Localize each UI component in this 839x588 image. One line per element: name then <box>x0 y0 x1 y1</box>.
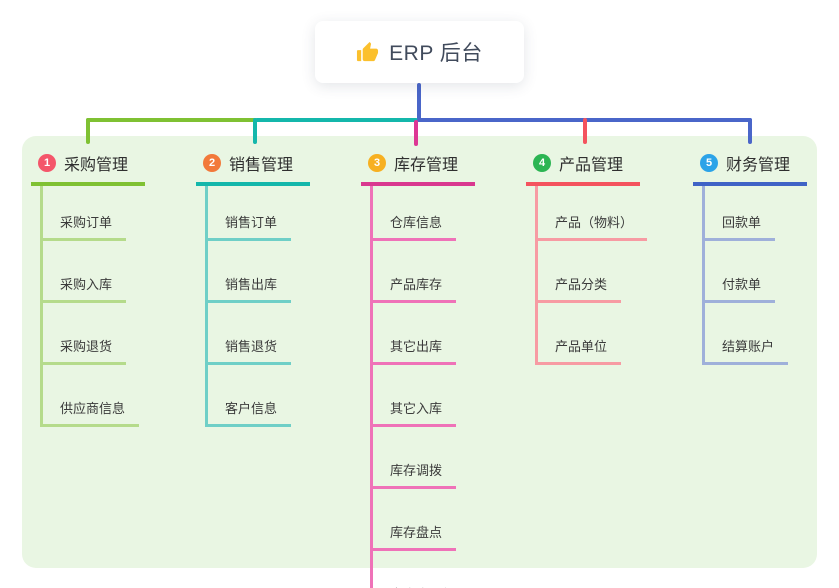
node-topic[interactable]: 结算账户 <box>705 303 789 365</box>
node-topic[interactable]: 产品单位 <box>538 303 622 365</box>
node-topic[interactable]: 付款单 <box>705 241 776 303</box>
connector-bus-teal <box>255 118 418 122</box>
node-topic[interactable]: 库存调拨 <box>373 427 457 489</box>
node-topic[interactable]: 销售订单 <box>208 186 292 241</box>
node-topic[interactable]: 仓库信息 <box>373 186 457 241</box>
priority-badge: 4 <box>533 154 551 172</box>
connector-drop-branch5 <box>748 118 752 144</box>
branch-product-children: 产品（物料） 产品分类 产品单位 <box>535 186 648 365</box>
priority-badge: 2 <box>203 154 221 172</box>
branch-label: 产品管理 <box>559 157 624 174</box>
branch-sales-header[interactable]: 2 销售管理 <box>196 148 310 186</box>
branch-purchase-children: 采购订单 采购入库 采购退货 供应商信息 <box>40 186 140 427</box>
node-topic[interactable]: 其它出库 <box>373 303 457 365</box>
branch-sales: 2 销售管理 销售订单 销售出库 销售退货 客户信息 <box>196 148 310 427</box>
branch-sales-children: 销售订单 销售出库 销售退货 客户信息 <box>205 186 292 427</box>
priority-badge: 1 <box>38 154 56 172</box>
node-topic[interactable]: 回款单 <box>705 186 776 241</box>
node-topic[interactable]: 采购入库 <box>43 241 127 303</box>
node-topic[interactable]: 其它入库 <box>373 365 457 427</box>
node-topic[interactable]: 库存盘点 <box>373 489 457 551</box>
node-topic[interactable]: 销售退货 <box>208 303 292 365</box>
node-topic[interactable]: 客户信息 <box>208 365 292 427</box>
branch-finance-header[interactable]: 5 财务管理 <box>693 148 807 186</box>
branch-product-header[interactable]: 4 产品管理 <box>526 148 640 186</box>
node-topic[interactable]: 采购退货 <box>43 303 127 365</box>
node-topic[interactable]: 销售出库 <box>208 241 292 303</box>
branch-purchase: 1 采购管理 采购订单 采购入库 采购退货 供应商信息 <box>31 148 145 427</box>
node-topic[interactable]: 产品分类 <box>538 241 622 303</box>
node-topic[interactable]: 产品库存 <box>373 241 457 303</box>
priority-badge: 3 <box>368 154 386 172</box>
connector-drop-branch3 <box>414 120 418 146</box>
branch-inventory-children: 仓库信息 产品库存 其它出库 其它入库 库存调拨 库存盘点 出库库明细 <box>370 186 469 588</box>
branch-purchase-header[interactable]: 1 采购管理 <box>31 148 145 186</box>
connector-drop-branch2 <box>253 118 257 144</box>
branch-inventory: 3 库存管理 仓库信息 产品库存 其它出库 其它入库 库存调拨 库存盘点 出库库… <box>361 148 475 588</box>
node-topic[interactable]: 采购订单 <box>43 186 127 241</box>
branch-label: 财务管理 <box>726 157 791 174</box>
branch-finance: 5 财务管理 回款单 付款单 结算账户 <box>693 148 807 365</box>
branch-label: 销售管理 <box>229 157 294 174</box>
node-topic[interactable]: 出库库明细 <box>373 551 469 588</box>
connector-drop-branch1 <box>86 118 90 144</box>
node-topic[interactable]: 产品（物料） <box>538 186 648 241</box>
branch-finance-children: 回款单 付款单 结算账户 <box>702 186 789 365</box>
connector-root-drop <box>417 83 421 122</box>
branch-label: 库存管理 <box>394 157 459 174</box>
thumbs-up-icon <box>357 41 379 61</box>
branch-label: 采购管理 <box>64 157 129 174</box>
branch-product: 4 产品管理 产品（物料） 产品分类 产品单位 <box>526 148 648 365</box>
connector-bus-green <box>86 118 257 122</box>
branch-inventory-header[interactable]: 3 库存管理 <box>361 148 475 186</box>
priority-badge: 5 <box>700 154 718 172</box>
root-node[interactable]: ERP 后台 <box>315 21 524 83</box>
node-topic[interactable]: 供应商信息 <box>43 365 140 427</box>
connector-drop-branch4 <box>583 118 587 144</box>
background-panel <box>22 136 817 568</box>
root-title: ERP 后台 <box>389 42 483 65</box>
